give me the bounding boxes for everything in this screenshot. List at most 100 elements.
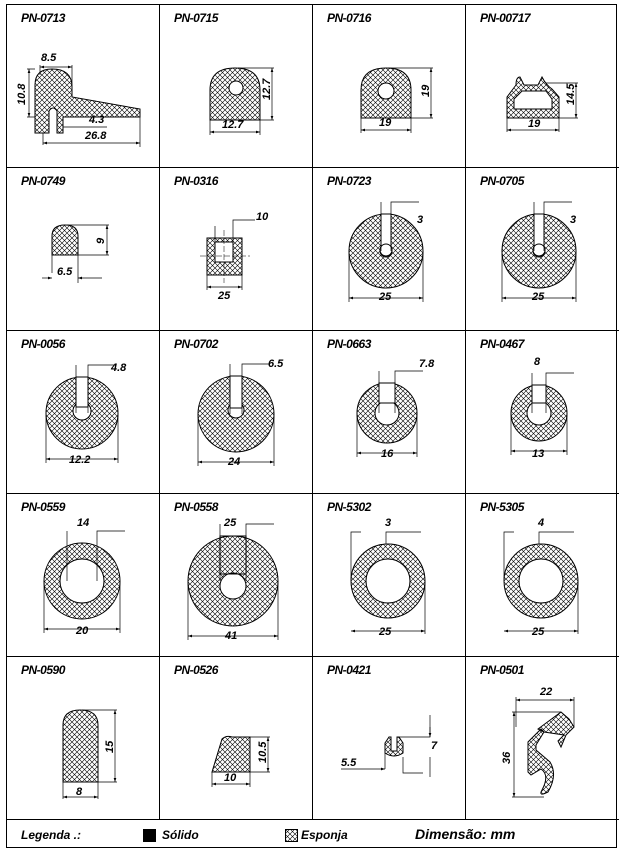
part-number: PN-0749	[21, 174, 65, 188]
dimension-label: 6.5	[268, 358, 284, 370]
profile-drawing: 6.524	[197, 358, 284, 468]
profile-shape	[348, 201, 424, 302]
part-number: PN-0702	[174, 337, 218, 351]
profile-shape	[360, 67, 433, 133]
profile-drawing: 4.812.2	[45, 362, 127, 466]
dimension-label: 12.7	[261, 78, 273, 100]
profile-shape	[356, 370, 423, 457]
dimension-label: 9	[95, 237, 107, 244]
dimension-label: 14	[77, 517, 89, 529]
profile-cell: PN-5305 4 25	[466, 494, 619, 657]
legend-row: Legenda .: Sólido Esponja Dimensão: mm	[7, 820, 618, 848]
profile-shape	[187, 523, 279, 640]
dimension-label: 10	[256, 211, 269, 223]
part-number: PN-0501	[480, 663, 524, 677]
part-number: PN-0056	[21, 337, 65, 351]
dimension-label: 8.5	[41, 52, 57, 64]
profile-shape	[42, 224, 109, 283]
solid-swatch-icon	[143, 829, 156, 842]
profile-drawing: 10.510	[211, 735, 270, 787]
profile-shape	[341, 715, 432, 777]
dimension-label: 25	[531, 291, 545, 303]
profile-drawing: 7.816	[356, 358, 435, 460]
part-number: PN-5305	[480, 500, 524, 514]
dimension-label: 15	[104, 740, 116, 753]
part-number: PN-0526	[174, 663, 218, 677]
dimension-label: 6.5	[57, 266, 73, 278]
part-number: PN-5302	[327, 500, 371, 514]
dimension-label: 25	[217, 290, 231, 302]
profile-drawing: 5.57	[341, 715, 438, 777]
dimension-label: 8	[534, 356, 541, 368]
profile-drawing: 325	[348, 201, 424, 303]
sponge-swatch-icon	[285, 829, 298, 842]
dimension-label: 22	[539, 686, 552, 698]
part-number: PN-0467	[480, 337, 524, 351]
dimension-label: 25	[531, 626, 545, 638]
dimension-label: 13	[532, 448, 544, 460]
dimension-label: 3	[570, 214, 576, 226]
profile-cell: PN-0316 10 25	[160, 168, 313, 331]
profile-drawing: 8 13	[510, 356, 574, 460]
part-number: PN-0723	[327, 174, 371, 188]
profile-shape	[503, 531, 579, 634]
dimension-label: 19	[379, 117, 392, 129]
profile-shape	[512, 697, 575, 798]
profile-shape	[200, 219, 255, 290]
dimension-label: 14.5	[565, 83, 577, 105]
dimension-label: 4.3	[88, 114, 104, 126]
legend-solid: Sólido	[162, 828, 199, 842]
part-number: PN-0559	[21, 500, 65, 514]
profile-shape	[209, 67, 274, 135]
profile-shape	[211, 735, 270, 787]
part-number: PN-0705	[480, 174, 524, 188]
dimension-label: 8	[76, 786, 83, 798]
dimension-unit: Dimensão: mm	[415, 826, 516, 842]
profile-drawing: 14 20	[43, 517, 125, 637]
part-number: PN-0715	[174, 11, 218, 25]
part-number: PN-0316	[174, 174, 218, 188]
dimension-label: 20	[75, 625, 89, 637]
profile-drawing: 325	[350, 517, 426, 638]
profile-drawing: 8.510.84.326.8	[16, 52, 141, 147]
dimension-label: 12.2	[69, 454, 90, 466]
part-number: PN-0713	[21, 11, 65, 25]
part-number: PN-0558	[174, 500, 218, 514]
dimension-label: 12.7	[222, 119, 244, 131]
profile-shape	[197, 363, 275, 466]
profile-shape	[501, 201, 577, 302]
dimension-label: 19	[420, 84, 432, 97]
profile-shape	[45, 364, 119, 463]
dimension-label: 16	[381, 448, 394, 460]
profile-drawing: 3 25	[501, 201, 577, 303]
dimension-label: 10.8	[16, 83, 28, 105]
profile-drawing: 4 25	[503, 517, 579, 638]
part-number: PN-00717	[480, 11, 531, 25]
part-number: PN-0716	[327, 11, 371, 25]
dimension-label: 3	[417, 214, 423, 226]
profile-drawing: 96.5	[42, 224, 109, 283]
profile-shape	[506, 75, 578, 132]
profile-cell: PN-0559 14 20	[7, 494, 160, 657]
legend-label: Legenda .:	[21, 828, 82, 842]
dimension-label: 5.5	[341, 757, 357, 769]
dimension-label: 3	[385, 517, 391, 529]
dimension-label: 4	[537, 517, 544, 529]
profile-cell: PN-0705 3 25	[466, 168, 619, 331]
